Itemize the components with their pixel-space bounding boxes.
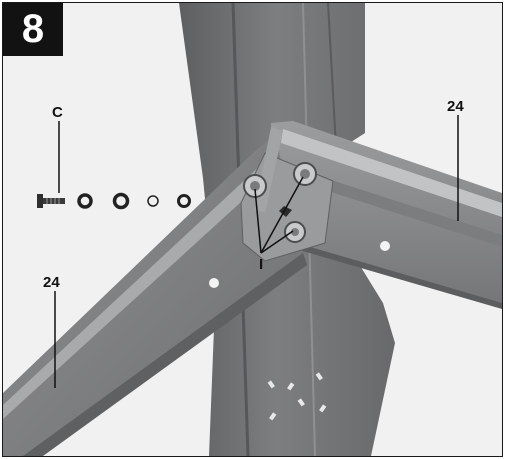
nut-icon: [177, 194, 191, 208]
post-holes: [267, 372, 327, 421]
bolt-icon: [37, 194, 65, 208]
square-hole: [279, 206, 292, 217]
washer-icon: [112, 192, 130, 210]
step-number-badge: 8: [3, 3, 63, 56]
nut-icon: [284, 221, 306, 243]
bracket-bolts: [243, 162, 317, 243]
assembly-photo: [3, 3, 502, 456]
washer-icon: [147, 195, 159, 207]
nut-icon: [243, 174, 267, 198]
beam-hole: [209, 278, 219, 288]
bolts-leader-lines: [254, 176, 304, 254]
part-c-label: C: [52, 104, 63, 121]
nut-icon: [293, 162, 317, 186]
washer-icon: [77, 193, 93, 209]
bolts-label: I: [259, 256, 264, 273]
beam-hole: [380, 241, 390, 251]
beam-right-label: 24: [447, 98, 464, 115]
beam-right: [271, 121, 502, 309]
beam-left: [3, 135, 307, 456]
hardware-set-c: [37, 121, 191, 210]
beam-left-label: 24: [43, 274, 60, 291]
